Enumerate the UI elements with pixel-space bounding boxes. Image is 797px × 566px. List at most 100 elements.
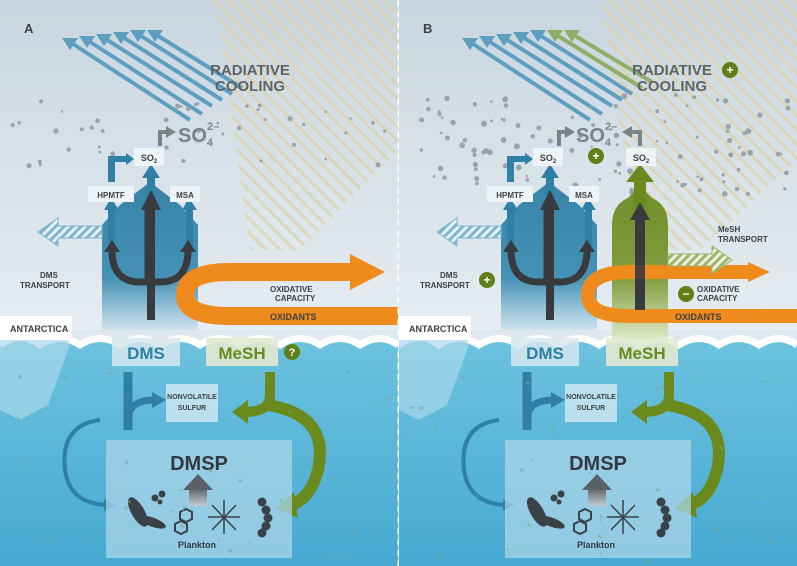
aerosol-dot [757, 112, 763, 118]
aerosol-dot [500, 117, 503, 121]
oxidative-capacity-arrowhead [748, 262, 770, 282]
hpmtf-label: HPMTF [496, 191, 524, 200]
aerosol-dot [569, 148, 575, 154]
antarctica-label: ANTARCTICA [409, 324, 468, 334]
aerosol-dot [450, 119, 456, 126]
ocean-speck [178, 488, 182, 492]
plankton-to-dmsp-head [582, 474, 612, 490]
msa-box [170, 186, 200, 202]
panel-b: ANTARCTICA OXIDANTS OXIDATIVE CAPACITY − [399, 0, 797, 566]
aerosol-dot [721, 173, 725, 177]
aerosol-dot [489, 119, 493, 123]
ocean-speck [182, 509, 185, 513]
aerosol-dot [481, 120, 487, 127]
ocean-speck [207, 468, 213, 474]
ocean-speck [61, 509, 64, 513]
ocean-particles [15, 370, 391, 560]
ocean-speck [57, 484, 61, 488]
aerosol-dot [10, 123, 15, 128]
aerosol-dot [440, 116, 444, 119]
aerosol-dot [53, 128, 59, 134]
mesh-unknown-badge [284, 344, 300, 360]
dms-transport-badge-text: + [483, 273, 490, 287]
oxidative-label-line2: CAPACITY [697, 294, 738, 303]
trident-tip-left [104, 240, 120, 252]
oxidant-trident-left [507, 205, 551, 286]
ocean-speck [318, 415, 321, 419]
ocean-speck [554, 436, 559, 440]
so2-to-sulfate-head [166, 126, 176, 138]
antarctica-shelf [0, 316, 72, 340]
dms-transport-label-line2: TRANSPORT [20, 281, 70, 290]
dms-box [511, 338, 579, 366]
ocean-speck [238, 479, 243, 483]
aerosol-dot [95, 118, 100, 124]
nonvolatile-line2: SULFUR [577, 405, 605, 412]
ocean-speck [23, 461, 27, 467]
aerosol-dot [726, 138, 733, 144]
sulfate-label: SO42– [178, 121, 219, 149]
ocean-speck [78, 484, 81, 488]
aerosol-dot [17, 120, 21, 125]
dms-box [112, 338, 180, 366]
aerosol-dot [697, 188, 702, 193]
aerosol-dot [740, 151, 747, 157]
ocean-speck [494, 429, 498, 432]
aerosol-dot [502, 163, 509, 169]
aerosol-dot [613, 169, 618, 174]
oxidants-label: OXIDANTS [675, 312, 722, 322]
aerosol-dot [459, 142, 466, 149]
aerosol-dot [500, 137, 507, 144]
aerosol-dot [692, 95, 697, 100]
aerosol-dot [590, 145, 594, 149]
aerosol-dot [344, 131, 348, 135]
cooling-increase-badge [722, 62, 738, 78]
aerosol-dot [513, 143, 520, 150]
antarctica-shelf [399, 316, 471, 340]
aerosol-dot [589, 105, 593, 109]
ocean-speck [774, 502, 779, 507]
aerosol-dot [236, 125, 242, 131]
dms-transport-arrow [37, 217, 103, 247]
ocean-speck [15, 416, 21, 422]
mesh-to-nonvolatile-arrow [244, 372, 275, 417]
msa-label: MSA [176, 191, 194, 200]
panel-b-letter: B [423, 21, 432, 36]
ocean-speck [278, 498, 283, 502]
aerosol-dot [196, 128, 201, 134]
aerosol-dot [722, 191, 728, 197]
aerosol-dot [164, 145, 169, 150]
aerosol-dot [437, 165, 444, 172]
aerosol-dot [655, 109, 660, 114]
aerosol-dot [38, 163, 42, 167]
dms-transport-label-line1: DMS [440, 271, 458, 280]
ocean-speck [661, 384, 664, 389]
nonvolatile-line2: SULFUR [178, 405, 206, 412]
aerosol-dot [616, 161, 622, 167]
ocean-speck [526, 522, 531, 527]
aerosol-dot [419, 148, 424, 152]
aerosol-dot [324, 157, 328, 161]
ocean-speck [698, 374, 703, 379]
ocean-speck [721, 541, 726, 545]
sulfate-increase-badge [588, 148, 604, 164]
aerosol-dot [609, 127, 613, 131]
aerosol-dot [745, 128, 752, 135]
ocean-speck [530, 459, 533, 462]
aerosol-dot [79, 127, 84, 132]
aerosol-dot [97, 145, 101, 149]
mesh-transport-label-line2: TRANSPORT [718, 235, 768, 244]
mesh-box [606, 338, 678, 366]
aerosol-dot [736, 167, 741, 172]
ocean-particles [402, 374, 779, 564]
so2-to-sulfate-head-left [565, 126, 575, 138]
mesh-transport-label-line1: MeSH [718, 225, 740, 234]
aerosol-dot [746, 192, 750, 196]
ocean-speck [588, 471, 592, 475]
ocean-speck [479, 518, 482, 522]
dms-to-nonvolatile-head [152, 392, 166, 408]
aerosol-dot [695, 135, 699, 139]
so2-label: SO2 [141, 153, 158, 165]
aerosol-dot [371, 120, 375, 125]
radiative-cooling-arrows [62, 30, 244, 122]
